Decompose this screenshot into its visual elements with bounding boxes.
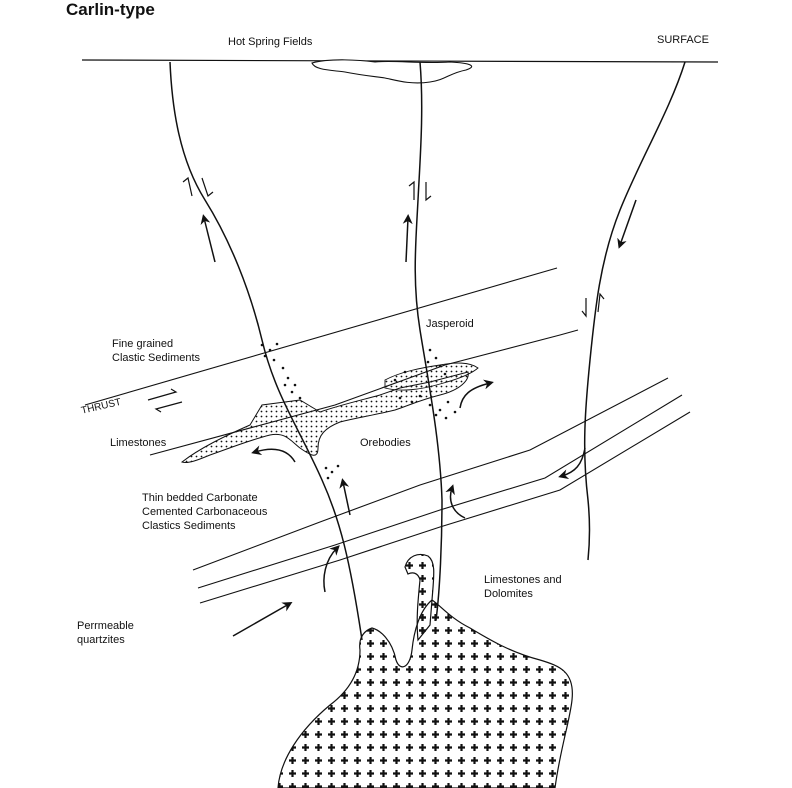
orebodies-label: Orebodies bbox=[360, 437, 411, 449]
fault-left bbox=[169, 61, 363, 641]
flow-arrows bbox=[200, 199, 637, 637]
quartzites-line-1: Perrmeable bbox=[77, 620, 134, 632]
limestones-dolomites-label: Limestones and Dolomites bbox=[484, 573, 562, 601]
flow-arrow-jasperoid bbox=[459, 379, 494, 409]
jasperoid-label: Jasperoid bbox=[426, 318, 474, 330]
quartzites-label: Perrmeable quartzites bbox=[77, 619, 134, 647]
limestones-dolomites-line-1: Limestones and bbox=[484, 574, 562, 586]
flow-arrow-down-right bbox=[617, 199, 637, 249]
fault-sense-left-a bbox=[182, 176, 193, 197]
intrusion-apophysis bbox=[404, 553, 435, 642]
flow-arrow-middle-low bbox=[445, 484, 466, 519]
hot-spring-fields-label: Hot Spring Fields bbox=[228, 36, 313, 48]
carbonate-bottom bbox=[199, 411, 691, 604]
dissemination-dots bbox=[260, 342, 457, 480]
fine-grained-line-2: Clastic Sediments bbox=[112, 352, 201, 364]
fault-right bbox=[583, 61, 686, 561]
fine-grained-label: Fine grained Clastic Sediments bbox=[112, 337, 200, 365]
diagram-title: Carlin-type bbox=[66, 0, 155, 19]
fault-sense-middle-b bbox=[425, 182, 432, 202]
hot-spring-deposit bbox=[311, 59, 473, 84]
surface-label: SURFACE bbox=[657, 34, 709, 46]
quartzites-line-2: quartzites bbox=[77, 634, 125, 646]
flow-arrow-limestone bbox=[251, 445, 296, 463]
fault-sense-middle-a bbox=[408, 180, 415, 200]
carbonate-mid bbox=[197, 394, 683, 589]
limestones-dolomites-line-2: Dolomites bbox=[484, 588, 533, 600]
flow-arrow-up-middle bbox=[402, 214, 413, 263]
fault-sense-arrows bbox=[182, 176, 605, 318]
fine-grained-line-1: Fine grained bbox=[112, 338, 174, 350]
flow-arrow-carbonate bbox=[323, 545, 340, 593]
fault-sense-right-a bbox=[581, 298, 587, 318]
fault-sense-right-b bbox=[597, 292, 605, 313]
thrust-arrow-upper bbox=[147, 388, 178, 401]
jasperoid-body bbox=[384, 362, 479, 391]
fine-clastics-top bbox=[84, 267, 558, 406]
flow-arrow-up-left bbox=[200, 214, 216, 263]
faults bbox=[169, 61, 686, 641]
thin-bedded-line-2: Cemented Carbonaceous bbox=[142, 506, 268, 518]
thin-bedded-line-1: Thin bedded Carbonate bbox=[142, 492, 258, 504]
carbonate-top bbox=[192, 377, 669, 571]
intrusion bbox=[277, 599, 573, 788]
flow-arrow-right-low bbox=[558, 447, 586, 480]
orebody-lower bbox=[180, 371, 469, 463]
thin-bedded-label: Thin bedded Carbonate Cemented Carbonace… bbox=[142, 491, 267, 533]
flow-arrow-quartzite bbox=[232, 602, 293, 637]
flow-arrow-fault-mid bbox=[339, 478, 351, 516]
fault-middle bbox=[414, 61, 443, 621]
limestones-label: Limestones bbox=[110, 437, 167, 449]
fault-sense-left-b bbox=[201, 177, 214, 198]
surface-line bbox=[81, 59, 719, 63]
thin-bedded-line-3: Clastics Sediments bbox=[142, 520, 236, 532]
thrust-sense-arrows bbox=[147, 388, 183, 413]
thrust-arrow-lower bbox=[154, 401, 183, 413]
